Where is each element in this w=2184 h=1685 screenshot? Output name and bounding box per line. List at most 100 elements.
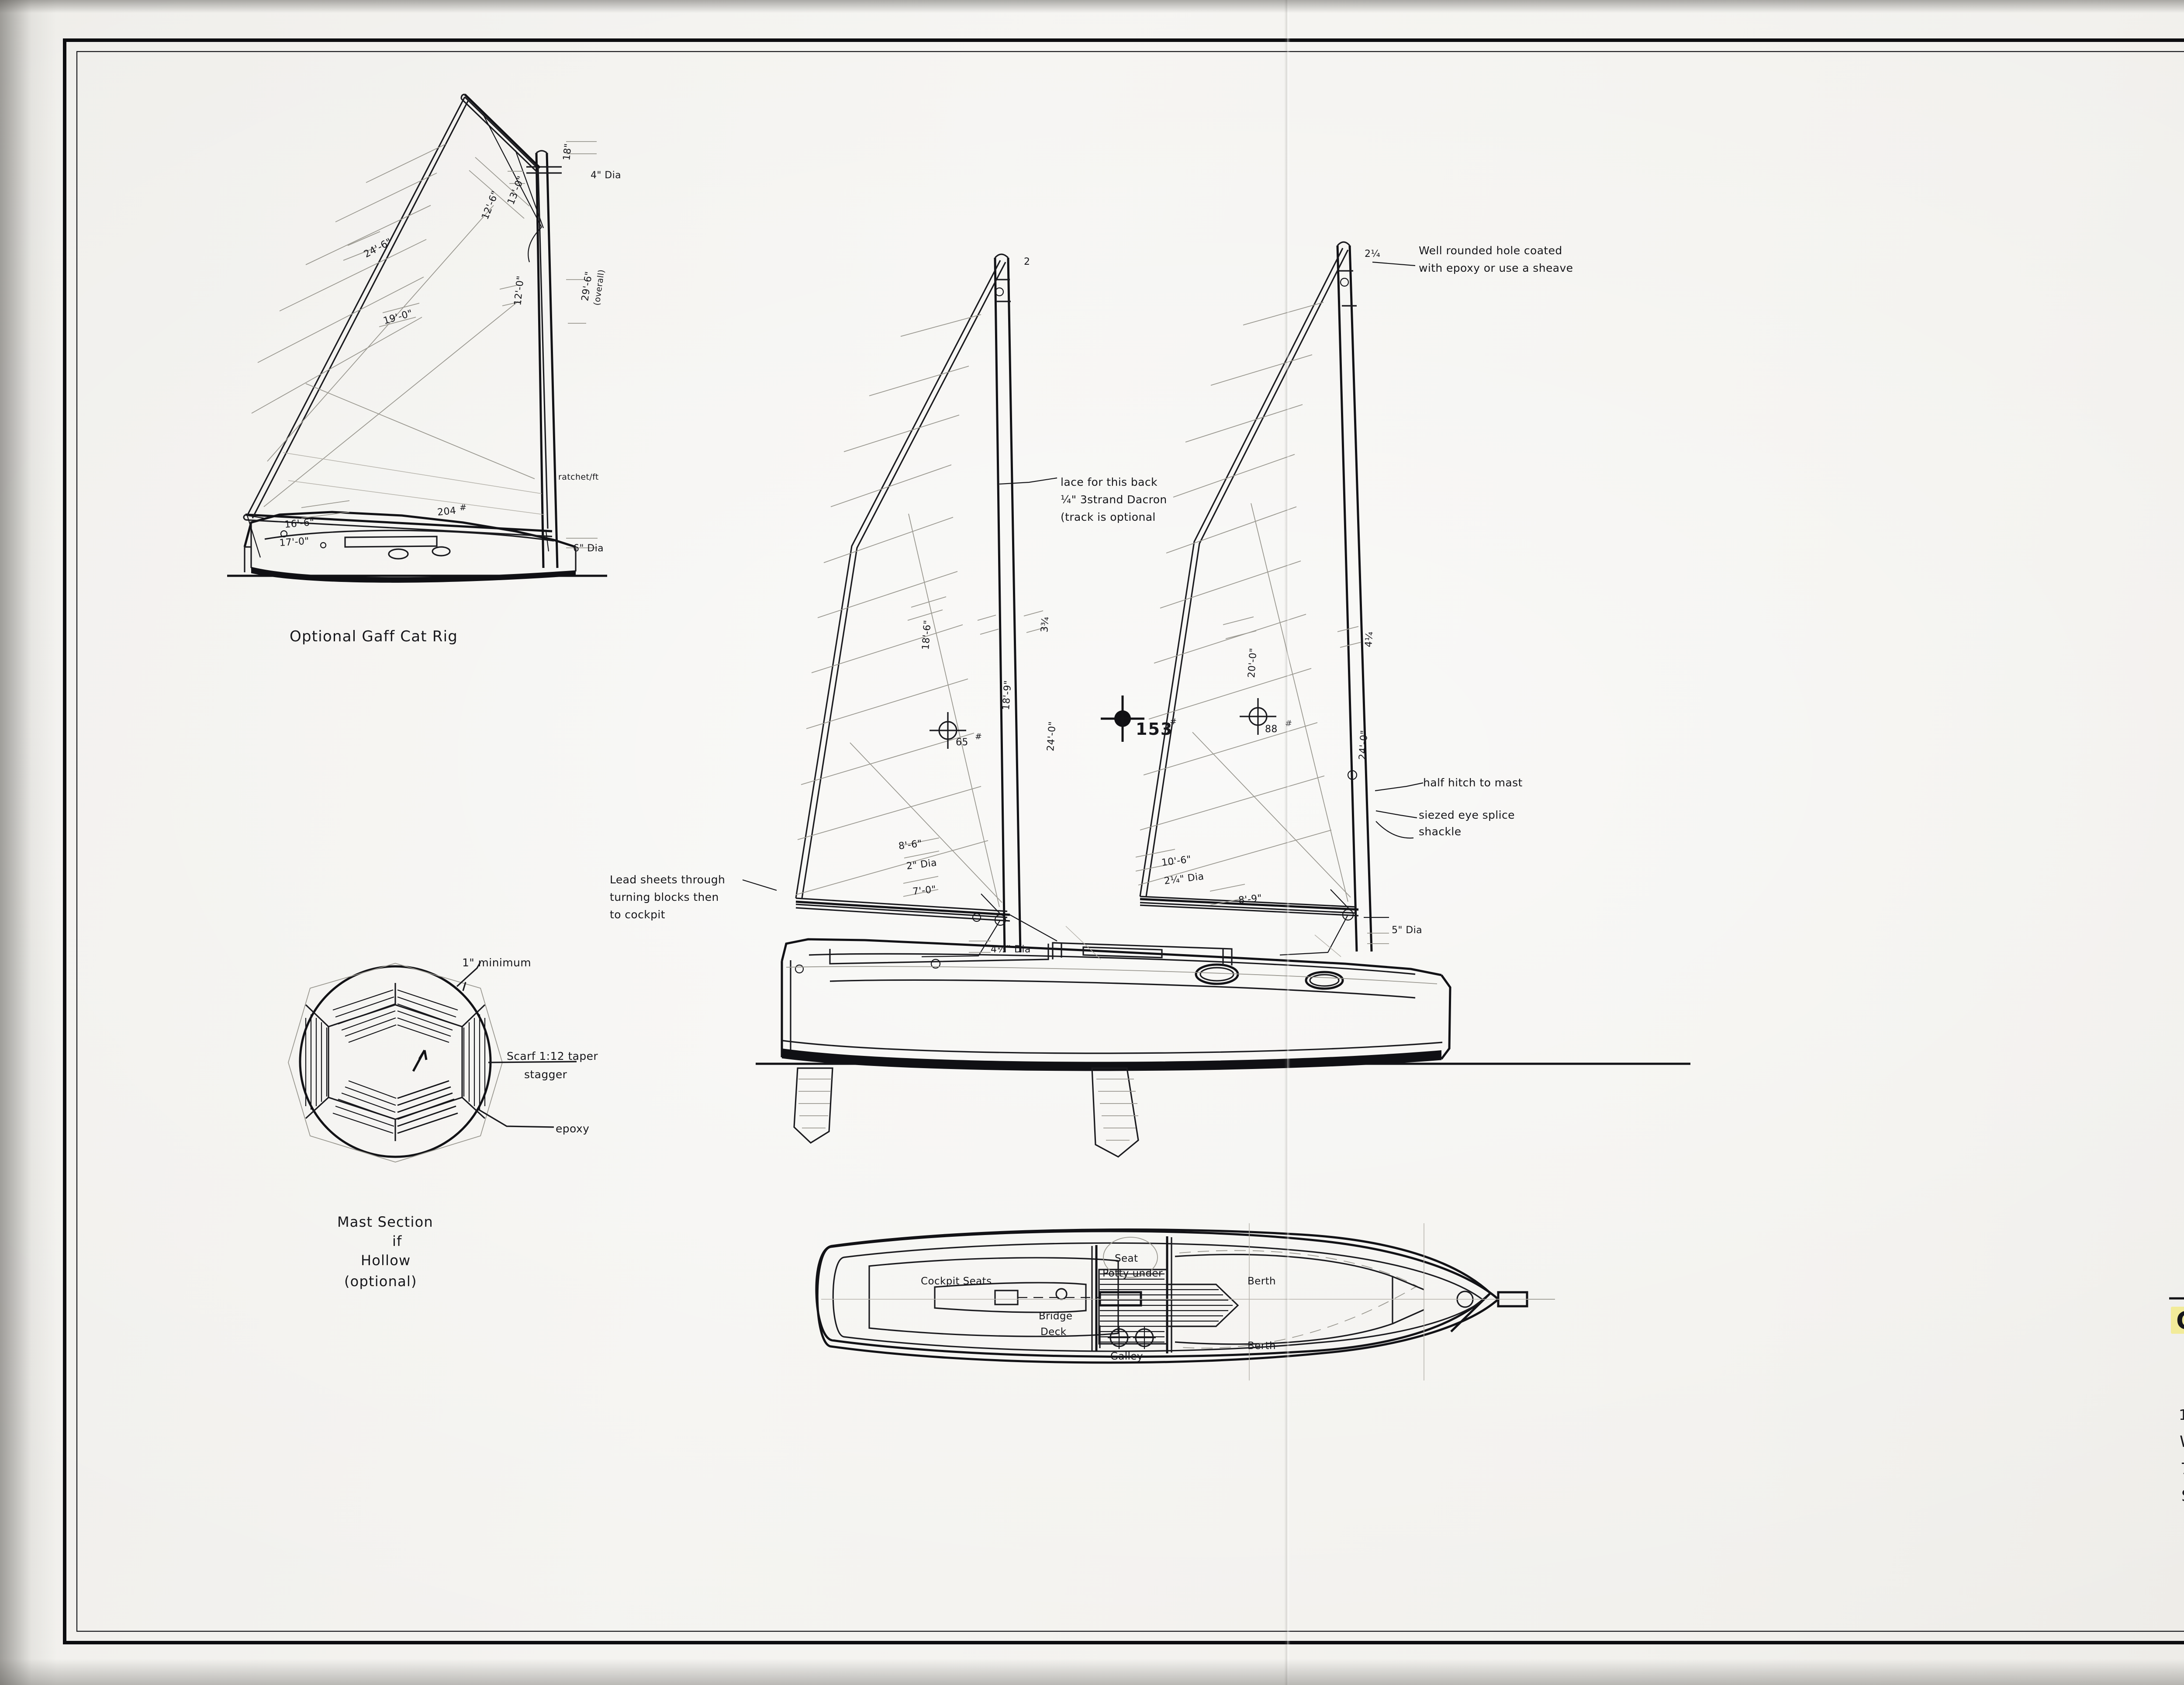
deck-label-seat: Seat [1115, 1253, 1138, 1264]
gaff-dim-boom: 17'-0" [279, 536, 310, 549]
gaff-rig-boom [243, 513, 553, 537]
mast-section-caption-3: Hollow [361, 1252, 411, 1269]
mizzen-mast [994, 253, 1022, 953]
main-seams [1138, 302, 1351, 902]
deck-plan-drawing [815, 1223, 1555, 1381]
dim-mizzen-hoist: 18'-9" [1001, 680, 1014, 710]
svg-text:turning blocks then: turning blocks then [610, 891, 719, 903]
firm-name: Windward Designs [2180, 1433, 2184, 1451]
gaff-dim-gaff-lower: 12'-6" [480, 189, 501, 221]
svg-text:to cockpit: to cockpit [610, 908, 665, 921]
address-street: 794 Creek View Rd [2181, 1460, 2184, 1478]
gaff-rig-hull [243, 511, 577, 583]
dim-mizzen-mast-head: 2 [1024, 256, 1030, 267]
annotation-leaders [742, 261, 1424, 918]
gaff-dim-gaff-upper: 13'-0" [505, 174, 527, 206]
gaff-rig-caption: Optional Gaff Cat Rig [290, 628, 458, 645]
dim-mast-step-dia: 5" Dia [1392, 925, 1422, 936]
svg-text:half hitch to mast: half hitch to mast [1423, 776, 1523, 789]
svg-text:shackle: shackle [1419, 825, 1462, 838]
main-sail-plan-drawing [742, 241, 1690, 1158]
dim-main-foot: 8'-9" [1238, 893, 1262, 906]
sheet-rigging [921, 914, 1348, 958]
galley-burners [1108, 1326, 1156, 1349]
mizzen-boom [795, 893, 1010, 926]
svg-text:siezed eye splice: siezed eye splice [1419, 809, 1515, 821]
svg-text:¼" 3strand Dacron: ¼" 3strand Dacron [1061, 493, 1167, 506]
highlight-vessel-name [2171, 1307, 2184, 1334]
gaff-dim-mast-overall: 29'-6" [580, 271, 594, 302]
dim-mizzen-luff: 18'-6" [920, 619, 933, 650]
mast-section-caption-4: (optional) [344, 1273, 417, 1290]
note-eye-splice: siezed eye splice shackle [1419, 809, 1515, 838]
gaff-halyards [483, 114, 544, 263]
deck-label-berth-stbd: Berth [1248, 1340, 1276, 1352]
centerboard-and-rudder [793, 1067, 1139, 1158]
gaff-sail-area-symbol: # [460, 503, 467, 512]
main-boom [1140, 889, 1359, 921]
gaff-dim-leech-lower: 19'-0" [382, 308, 414, 327]
dim-main-mast-dia: 4¼ [1363, 631, 1375, 648]
gaff-rig-rigging [246, 515, 549, 558]
dim-main-mast-len: 24'-0" [1357, 730, 1370, 760]
sail-area-mizzen-symbol: # [975, 732, 982, 741]
deck-label-berth-port: Berth [1248, 1276, 1276, 1287]
svg-text:with epoxy or use a sheave: with epoxy or use a sheave [1419, 262, 1573, 274]
note-sheave: Well rounded hole coated with epoxy or u… [1419, 244, 1573, 274]
svg-text:Well rounded hole coated: Well rounded hole coated [1419, 244, 1562, 257]
svg-text:lace for this back: lace for this back [1061, 476, 1158, 488]
note-sheet-lead: Lead sheets through turning blocks then … [610, 873, 725, 921]
deck-label-bridge: Bridge [1039, 1311, 1072, 1322]
address-city: Severna Park, MD [2181, 1487, 2184, 1505]
gaff-rig-mast [526, 150, 562, 568]
gaff-dim-mast-dia-top: 4" Dia [591, 170, 621, 181]
gaff-dim-foot: 16'-6" [284, 517, 314, 530]
main-sail [1139, 248, 1356, 914]
callout-scarf-2: stagger [524, 1068, 567, 1081]
main-mast [1336, 241, 1373, 952]
callout-epoxy: epoxy [556, 1122, 589, 1135]
mast-section-caption-2: if [392, 1233, 402, 1249]
dim-mizzen-boom: 8'-6" [898, 838, 923, 852]
dim-mizzen-mast-dia: 3¾ [1039, 616, 1051, 633]
dim-main-boom: 10'-6" [1161, 854, 1192, 868]
sail-area-mizzen: 65 [956, 737, 968, 748]
gaff-dim-masthead-len: 18" [561, 143, 574, 161]
sail-area-main: 88 [1265, 724, 1278, 735]
gaff-dim-mast-dia-base: 6" Dia [573, 543, 604, 554]
dim-main-boom-dia: 2¼" Dia [1164, 871, 1205, 887]
deck-label-potty: Potty under [1102, 1268, 1163, 1279]
sail-area-total: 153 [1136, 720, 1173, 739]
deck-plan-grid [821, 1223, 1529, 1381]
sail-area-centroids [930, 695, 1276, 749]
svg-text:Lead sheets through: Lead sheets through [610, 873, 725, 886]
vessel-name: CATBIRD [2176, 1307, 2184, 1335]
callout-scarf-1: Scarf 1:12 taper [507, 1050, 598, 1062]
gaff-dim-luff: 24'-6" [362, 236, 394, 260]
gaff-reef-lines [283, 452, 545, 515]
mizzen-seams [795, 314, 1002, 907]
gaff-sail-seams [251, 144, 535, 507]
callout-minimum: 1" minimum [462, 956, 531, 969]
gaff-rig-dim-lines [301, 141, 598, 548]
sail-area-main-symbol: # [1285, 719, 1292, 728]
gaff-sail-area: 204 [437, 505, 457, 518]
dim-mizzen-boom-dia: 2" Dia [906, 858, 938, 872]
gaff-cat-rig-drawing [227, 93, 607, 583]
deck-label-galley: Galley [1110, 1351, 1143, 1362]
gaff-dim-ratchet: ratchet/ft [558, 472, 599, 482]
gaff-spar [460, 93, 541, 173]
main-plan-dim-lines [903, 596, 1389, 953]
mast-section-drawing [288, 962, 577, 1163]
date-and-sheet: 11-10-90 Sheet 5of5 [2179, 1406, 2184, 1423]
mast-grain [305, 989, 486, 1134]
dim-main-mast-head: 2¼ [1365, 249, 1380, 259]
dim-mizzen-foot: 7'-0" [912, 884, 936, 897]
note-lacing: lace for this back ¼" 3strand Dacron (tr… [1061, 476, 1167, 523]
main-hull [781, 938, 1451, 1071]
deck-label-deck: Deck [1040, 1326, 1067, 1338]
mast-section-caption-1: Mast Section [337, 1214, 433, 1230]
